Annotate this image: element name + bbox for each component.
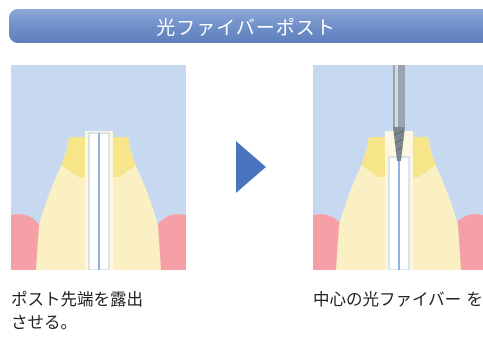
step2-caption: 中心の光ファイバー をガイドとして拡大。 xyxy=(313,290,483,309)
section-header: 光ファイバーポスト xyxy=(9,9,483,43)
step1-caption: ポスト先端を露出 させる。 xyxy=(11,290,143,332)
gum xyxy=(11,214,45,270)
drill-bur-icon xyxy=(393,65,405,161)
triangle-right-icon xyxy=(236,141,266,197)
section-title: 光ファイバーポスト xyxy=(156,16,336,39)
step2-illustration xyxy=(313,65,483,270)
step1-illustration xyxy=(11,65,186,270)
gum xyxy=(152,214,186,270)
